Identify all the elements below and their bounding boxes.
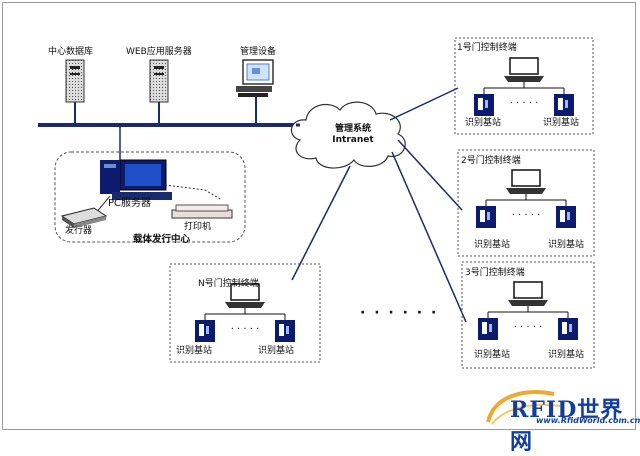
web-server-label: WEB应用服务器 bbox=[126, 47, 192, 57]
issue-center-label: 载体发行中心 bbox=[133, 234, 191, 245]
reader-ellipsis: · · · · · bbox=[514, 322, 543, 333]
control-terminal-laptop-icon bbox=[225, 283, 265, 308]
cloud-label: 管理系统 Intranet bbox=[313, 124, 393, 146]
web-server-icon bbox=[149, 59, 169, 124]
terminal-3-title: 3号门控制终端 bbox=[465, 268, 525, 278]
control-terminal-laptop-icon bbox=[504, 57, 544, 82]
control-terminal-laptop-icon bbox=[506, 169, 546, 194]
tn-reader-right-label: 识别基站 bbox=[258, 346, 295, 356]
t1-reader-left-label: 识别基站 bbox=[465, 118, 502, 128]
issue-center-box bbox=[54, 151, 246, 243]
network-bus bbox=[38, 123, 300, 127]
reader-left-icon bbox=[474, 94, 494, 116]
terminal-n-devices: · · · · · bbox=[195, 283, 295, 342]
admin-device-label: 管理设备 bbox=[240, 47, 277, 57]
reader-left-icon bbox=[478, 318, 498, 340]
terminal-2-box bbox=[457, 149, 595, 257]
terminal-2-title: 2号门控制终端 bbox=[461, 156, 521, 166]
t3-reader-left-label: 识别基站 bbox=[474, 350, 511, 360]
terminal-3-box bbox=[461, 261, 595, 369]
reader-left-icon bbox=[195, 320, 215, 342]
cloud-label-line1: 管理系统 bbox=[334, 124, 371, 134]
reader-left-icon bbox=[476, 206, 496, 228]
reader-ellipsis: · · · · · bbox=[231, 324, 260, 335]
more-terminals-ellipsis: · · · · · · bbox=[360, 305, 439, 321]
reader-right-icon bbox=[275, 320, 295, 342]
control-terminal-laptop-icon bbox=[508, 281, 548, 306]
reader-right-icon bbox=[554, 94, 574, 116]
rfidworld-logo-icon bbox=[486, 390, 561, 425]
terminal-2-devices: · · · · · bbox=[476, 169, 576, 228]
printer-label: 打印机 bbox=[184, 222, 212, 232]
issuer-icon bbox=[60, 207, 108, 228]
reader-right-icon bbox=[556, 206, 576, 228]
t2-reader-left-label: 识别基站 bbox=[474, 240, 511, 250]
central-db-server-icon bbox=[65, 59, 85, 124]
reader-ellipsis: · · · · · bbox=[512, 210, 541, 221]
network-diagram: · · · · · · · · · · · · · · · · · · · · bbox=[38, 37, 595, 369]
terminal-1-title: 1号门控制终端 bbox=[457, 43, 517, 53]
issuer-label: 发行器 bbox=[65, 226, 93, 236]
terminal-n-title: N号门控制终端 bbox=[198, 279, 259, 289]
pc-server-label: PC服务器 bbox=[108, 198, 152, 209]
printer-icon bbox=[171, 204, 233, 219]
intranet-cloud-icon bbox=[290, 101, 406, 169]
admin-computer-icon bbox=[236, 59, 274, 124]
t3-reader-right-label: 识别基站 bbox=[548, 350, 585, 360]
t2-reader-right-label: 识别基站 bbox=[548, 240, 585, 250]
t1-reader-right-label: 识别基站 bbox=[543, 118, 580, 128]
diagram-frame bbox=[2, 2, 636, 430]
tn-reader-left-label: 识别基站 bbox=[176, 346, 213, 356]
central-db-label: 中心数据库 bbox=[48, 47, 94, 57]
terminal-1-box bbox=[454, 37, 594, 135]
reader-ellipsis: · · · · · bbox=[510, 98, 539, 109]
cloud-label-line2: Intranet bbox=[332, 135, 374, 145]
pc-server-icon bbox=[100, 159, 172, 200]
terminal-3-devices: · · · · · bbox=[478, 281, 578, 340]
reader-right-icon bbox=[558, 318, 578, 340]
terminal-1-devices: · · · · · bbox=[474, 57, 574, 116]
logo-url: www.RfidWorld.com.cn bbox=[536, 416, 640, 425]
